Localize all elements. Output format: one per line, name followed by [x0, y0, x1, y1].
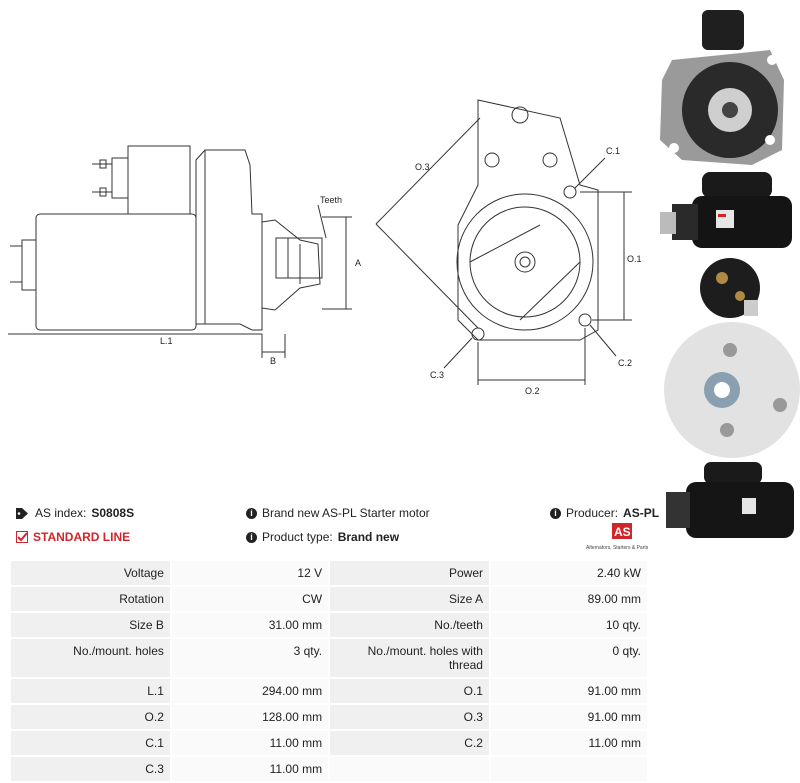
product-type-row: i Product type: Brand new	[246, 530, 399, 544]
photo-side-angled	[666, 462, 794, 538]
spec-value: 0 qty.	[490, 639, 647, 677]
producer-value: AS-PL	[623, 506, 660, 520]
spec-key: No./mount. holes with thread	[330, 639, 489, 677]
spec-value: 91.00 mm	[490, 679, 647, 703]
spec-key: Size A	[330, 587, 489, 611]
technical-drawings: Teeth A B L.1 O.1 O.2 O.3 C.1 C.2 C.3	[8, 99, 642, 396]
product-info: AS index: S0808S STANDARD LINE i Brand n…	[0, 500, 660, 550]
spec-key: Rotation	[11, 587, 170, 611]
label-teeth: Teeth	[320, 195, 342, 205]
check-icon	[16, 531, 28, 543]
product-type-value: Brand new	[337, 530, 400, 544]
label-b: B	[270, 356, 276, 366]
as-pl-logo: AS Alternators, Starters & Parts	[584, 522, 654, 552]
spec-key: O.2	[11, 705, 170, 729]
motor-body-outline	[35, 213, 197, 331]
as-index-row: AS index: S0808S	[16, 506, 134, 520]
producer-row: i Producer: AS-PL	[550, 506, 659, 520]
as-index-label: AS index:	[35, 506, 87, 520]
spec-value: 294.00 mm	[171, 679, 329, 703]
label-c2: C.2	[618, 358, 632, 368]
label-o2: O.2	[525, 386, 540, 396]
product-description: Brand new AS-PL Starter motor	[262, 506, 430, 520]
info-icon: i	[550, 507, 561, 519]
spec-key: No./teeth	[330, 613, 489, 637]
standard-line: STANDARD LINE	[33, 530, 131, 544]
spec-value: 89.00 mm	[490, 587, 647, 611]
spec-value: 128.00 mm	[171, 705, 329, 729]
label-c1: C.1	[606, 146, 620, 156]
spec-value: 10 qty.	[490, 613, 647, 637]
flange-outline	[457, 99, 599, 341]
label-a: A	[355, 258, 361, 268]
solenoid-outline	[127, 145, 191, 215]
as-index-value: S0808S	[91, 506, 135, 520]
spec-value: CW	[171, 587, 329, 611]
spec-value: 3 qty.	[171, 639, 329, 677]
spec-value: 2.40 kW	[490, 561, 647, 585]
photo-front-flange	[660, 10, 784, 165]
logo-tagline: Alternators, Starters & Parts	[586, 545, 649, 551]
spec-key: C.1	[11, 731, 170, 755]
info-icon: i	[246, 531, 257, 543]
spec-key: C.3	[11, 757, 170, 781]
spec-value: 11.00 mm	[490, 731, 647, 755]
spec-key: O.1	[330, 679, 489, 703]
info-icon: i	[246, 507, 257, 519]
label-l1: L.1	[160, 336, 173, 346]
product-photos	[660, 10, 800, 538]
standard-line-row: STANDARD LINE	[16, 530, 130, 544]
photo-rear	[700, 258, 760, 318]
spec-key: Size B	[11, 613, 170, 637]
product-type-label: Product type:	[262, 530, 333, 544]
spec-key: No./mount. holes	[11, 639, 170, 677]
spec-value: 91.00 mm	[490, 705, 647, 729]
spec-value: 11.00 mm	[171, 731, 329, 755]
spec-key: Voltage	[11, 561, 170, 585]
spec-value	[490, 757, 647, 781]
spec-value: 31.00 mm	[171, 613, 329, 637]
photo-drive-end	[664, 322, 800, 458]
spec-key: O.3	[330, 705, 489, 729]
producer-label: Producer:	[566, 506, 619, 520]
spec-key	[330, 757, 489, 781]
label-o1: O.1	[627, 254, 642, 264]
logo-mark: AS	[614, 525, 631, 539]
label-o3: O.3	[415, 162, 430, 172]
spec-key: C.2	[330, 731, 489, 755]
spec-value: 12 V	[171, 561, 329, 585]
label-c3: C.3	[430, 370, 444, 380]
description-row: i Brand new AS-PL Starter motor	[246, 506, 430, 520]
spec-value: 11.00 mm	[171, 757, 329, 781]
photo-side	[660, 172, 792, 248]
tag-icon	[16, 507, 28, 519]
spec-key: L.1	[11, 679, 170, 703]
spec-key: Power	[330, 561, 489, 585]
